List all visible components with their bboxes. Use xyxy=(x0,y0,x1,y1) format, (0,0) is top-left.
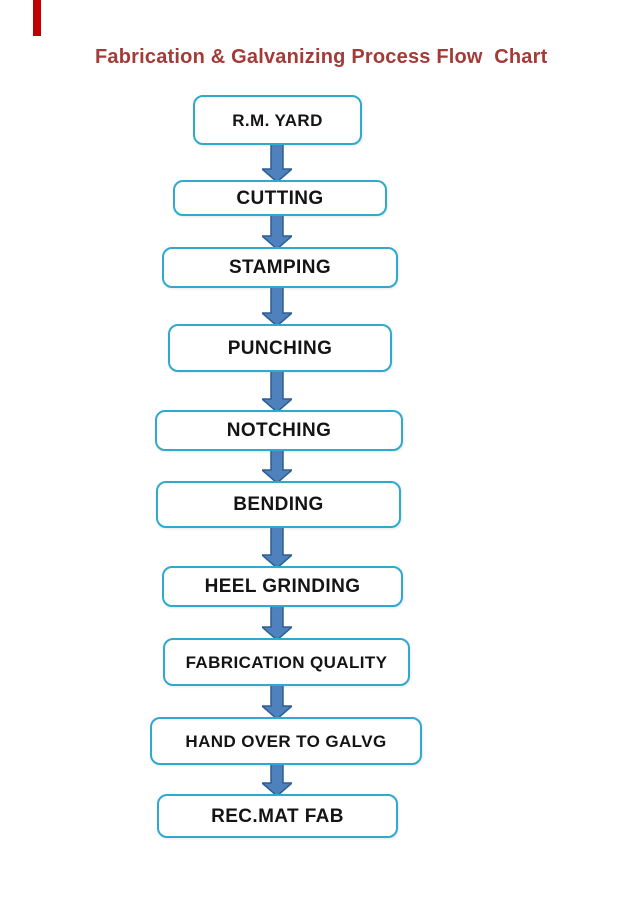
flow-node-label: CUTTING xyxy=(236,187,324,209)
flow-node-hand-over-to-galvg: HAND OVER TO GALVG xyxy=(150,717,422,765)
flow-node-fabrication-quality: FABRICATION QUALITY xyxy=(163,638,410,686)
down-arrow-icon xyxy=(262,605,292,640)
page-title: Fabrication & Galvanizing Process Flow C… xyxy=(95,46,548,68)
down-arrow-icon xyxy=(262,763,292,796)
flow-node-label: R.M. YARD xyxy=(232,110,323,130)
flow-node-label: PUNCHING xyxy=(227,337,333,359)
flow-node-label: BENDING xyxy=(233,494,324,515)
flow-node-stamping: STAMPING xyxy=(162,247,398,288)
flow-node-label: FABRICATION QUALITY xyxy=(185,652,388,672)
flow-node-label: REC.MAT FAB xyxy=(211,805,344,827)
flow-node-cutting: CUTTING xyxy=(173,180,387,216)
flow-node-label: HEEL GRINDING xyxy=(204,576,361,597)
down-arrow-icon xyxy=(262,143,292,182)
top-left-red-accent-bar xyxy=(33,0,41,36)
down-arrow-icon xyxy=(262,684,292,719)
down-arrow-icon xyxy=(262,370,292,412)
flow-node-label: HAND OVER TO GALVG xyxy=(185,731,387,751)
flow-node-punching: PUNCHING xyxy=(168,324,392,372)
flow-node-notching: NOTCHING xyxy=(155,410,403,451)
down-arrow-icon xyxy=(262,286,292,326)
flow-node-bending: BENDING xyxy=(156,481,401,528)
flow-node-rec-mat-fab: REC.MAT FAB xyxy=(157,794,398,838)
flow-node-heel-grinding: HEEL GRINDING xyxy=(162,566,403,607)
flow-node-label: STAMPING xyxy=(228,257,332,278)
flow-node-label: NOTCHING xyxy=(226,420,332,441)
down-arrow-icon xyxy=(262,449,292,483)
down-arrow-icon xyxy=(262,526,292,568)
down-arrow-icon xyxy=(262,213,292,249)
flow-node-rm-yard: R.M. YARD xyxy=(193,95,362,145)
